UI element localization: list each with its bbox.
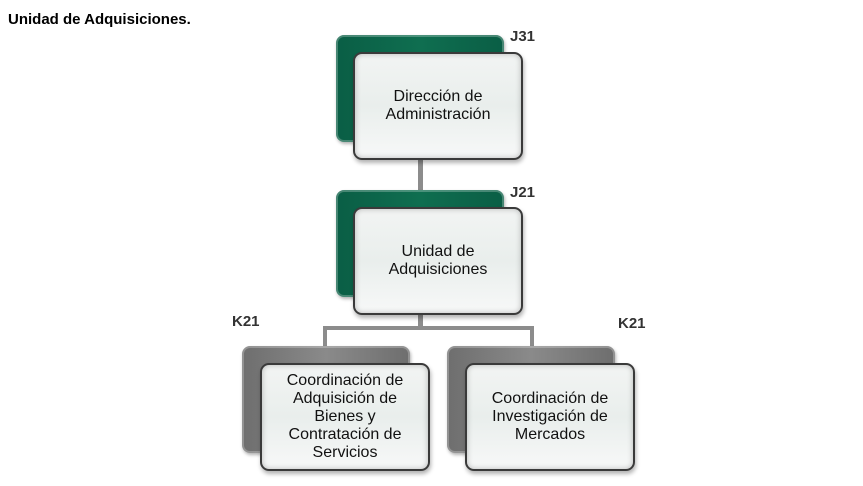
- node-box: Dirección de Administración: [353, 52, 523, 160]
- node-label: Unidad de Adquisiciones: [388, 243, 488, 278]
- connector-line: [530, 326, 534, 348]
- connector-line: [323, 326, 327, 348]
- connector-line: [418, 313, 423, 330]
- page-title: Unidad de Adquisiciones.: [8, 11, 191, 28]
- node-box: Unidad de Adquisiciones: [353, 207, 523, 315]
- node-box: Coordinación de Adquisición de Bienes y …: [260, 363, 430, 471]
- connector-line: [323, 326, 534, 330]
- node-code: K21: [618, 315, 646, 332]
- node-label: Coordinación de Adquisición de Bienes y …: [286, 372, 404, 461]
- node-code: K21: [232, 313, 260, 330]
- node-box: Coordinación de Investigación de Mercado…: [465, 363, 635, 471]
- node-label: Dirección de Administración: [385, 88, 491, 123]
- node-code: J31: [510, 28, 536, 45]
- node-code: J21: [510, 184, 536, 201]
- node-label: Coordinación de Investigación de Mercado…: [491, 390, 609, 443]
- connector-line: [418, 158, 423, 192]
